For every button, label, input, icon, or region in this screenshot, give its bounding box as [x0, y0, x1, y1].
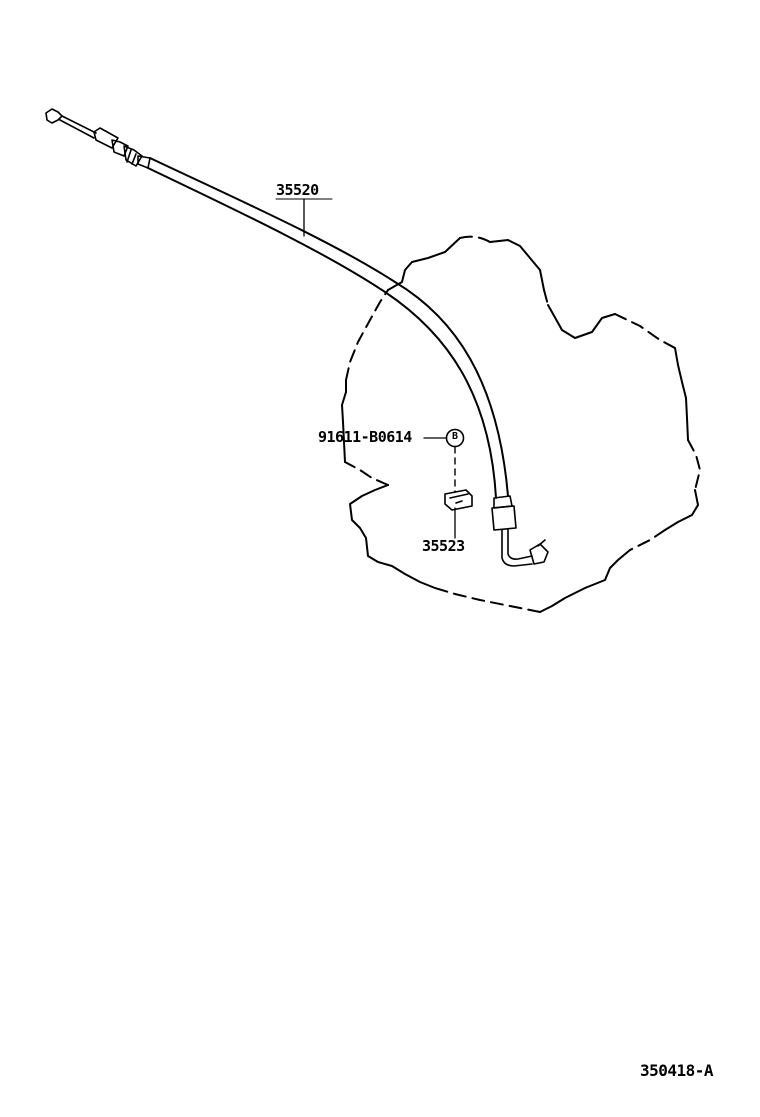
part-label-35523: 35523: [422, 537, 465, 555]
cable-end-fitting: [45, 108, 151, 169]
transmission-housing-dashed: [344, 235, 701, 613]
cable-lower-end: [491, 495, 549, 567]
part-label-35520: 35520: [276, 181, 319, 199]
cable-body: [147, 157, 509, 499]
clamp-part: [444, 489, 473, 511]
part-label-91611-b0614: 91611-B0614: [318, 428, 412, 446]
diagram-id-label: 350418-A: [640, 1061, 714, 1080]
transmission-housing-outline: [341, 237, 699, 613]
bolt-marker-letter: B: [451, 431, 459, 442]
